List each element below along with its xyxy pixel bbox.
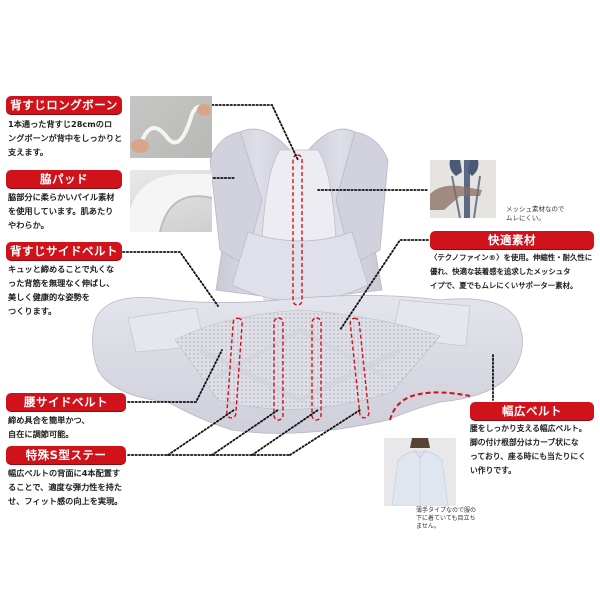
desc-line: イプで、夏でもムレにくいサポーター素材。 xyxy=(430,281,578,290)
desc-line: 腰をしっかり支える幅広ベルト。 xyxy=(470,424,587,433)
feature-desc-wide-belt: 腰をしっかり支える幅広ベルト。 脚の付け根部分はカーブ状にな っており、座る時に… xyxy=(470,422,600,478)
desc-line: キュッと締めることで丸くな xyxy=(8,264,115,274)
desc-line: を使用しています。肌あたり xyxy=(8,206,114,216)
desc-line: やわらか。 xyxy=(8,220,49,230)
caption-thin: 薄手タイプなので服の 下に着ていても目立ち ません。 xyxy=(416,507,496,531)
feature-title-back-side-belt: 背すじサイドベルト xyxy=(6,242,122,260)
desc-line: 支えます。 xyxy=(8,147,49,157)
armpit-pad-photo xyxy=(130,170,212,232)
feature-title-wide-belt: 幅広ベルト xyxy=(470,402,594,420)
desc-line: っており、座る時にも当たりにく xyxy=(470,452,586,461)
desc-line: ることで、適度な弾力性を持た xyxy=(8,482,123,492)
desc-line: 自在に調節可能。 xyxy=(8,429,74,439)
desc-line: 脇部分に柔らかいパイル素材 xyxy=(8,192,115,202)
feature-title-armpit-pad: 脇パッド xyxy=(6,170,122,188)
desc-line: 〈テクノファイン®〉を使用。伸縮性・耐久性に xyxy=(430,253,593,262)
caption-line: ムレにくい。 xyxy=(506,214,545,222)
desc-line: った背筋を無理なく伸ばし、 xyxy=(8,278,115,288)
desc-line: せ、フィット感の向上を実現。 xyxy=(8,496,123,506)
desc-line: 1本通った背すじ28cmのロ xyxy=(8,119,113,129)
mesh-photo xyxy=(430,160,496,218)
desc-line: 優れ、快適な装着感を追求したメッシュタ xyxy=(430,267,571,276)
desc-line: い作りです。 xyxy=(470,466,517,475)
desc-line: 締め具合を簡単かつ、 xyxy=(8,415,90,425)
feature-desc-waist-side-belt: 締め具合を簡単かつ、 自在に調節可能。 xyxy=(8,413,132,441)
caption-line: ません。 xyxy=(416,523,440,530)
desc-line: ングボーンが背中をしっかりと xyxy=(8,133,123,143)
long-bone-photo xyxy=(130,96,212,158)
feature-title-comfort-material: 快適素材 xyxy=(430,231,594,249)
desc-line: 幅広ベルトの背面に4本配置す xyxy=(8,468,121,478)
caption-line: 薄手タイプなので服の xyxy=(416,507,477,514)
feature-desc-armpit-pad: 脇部分に柔らかいパイル素材 を使用しています。肌あたり やわらか。 xyxy=(8,190,132,232)
feature-title-long-bone: 背すじロングボーン xyxy=(6,96,122,114)
feature-desc-long-bone: 1本通った背すじ28cmのロ ングボーンが背中をしっかりと 支えます。 xyxy=(8,117,132,159)
feature-title-s-stays: 特殊S型ステー xyxy=(6,446,126,464)
desc-line: つくります。 xyxy=(8,306,57,316)
caption-mesh: メッシュ素材なので ムレにくい。 xyxy=(506,205,596,223)
feature-desc-s-stays: 幅広ベルトの背面に4本配置す ることで、適度な弾力性を持た せ、フィット感の向上… xyxy=(8,466,138,508)
caption-line: メッシュ素材なので xyxy=(506,205,565,213)
desc-line: 美しく健康的な姿勢を xyxy=(8,292,90,302)
feature-desc-comfort-material: 〈テクノファイン®〉を使用。伸縮性・耐久性に 優れ、快適な装着感を追求したメッシ… xyxy=(430,251,600,293)
feature-title-waist-side-belt: 腰サイドベルト xyxy=(6,393,126,411)
desc-line: 脚の付け根部分はカーブ状にな xyxy=(470,438,579,447)
feature-desc-back-side-belt: キュッと締めることで丸くな った背筋を無理なく伸ばし、 美しく健康的な姿勢を つ… xyxy=(8,262,132,318)
caption-line: 下に着ていても目立ち xyxy=(416,515,476,522)
model-wearing-photo xyxy=(384,438,456,506)
